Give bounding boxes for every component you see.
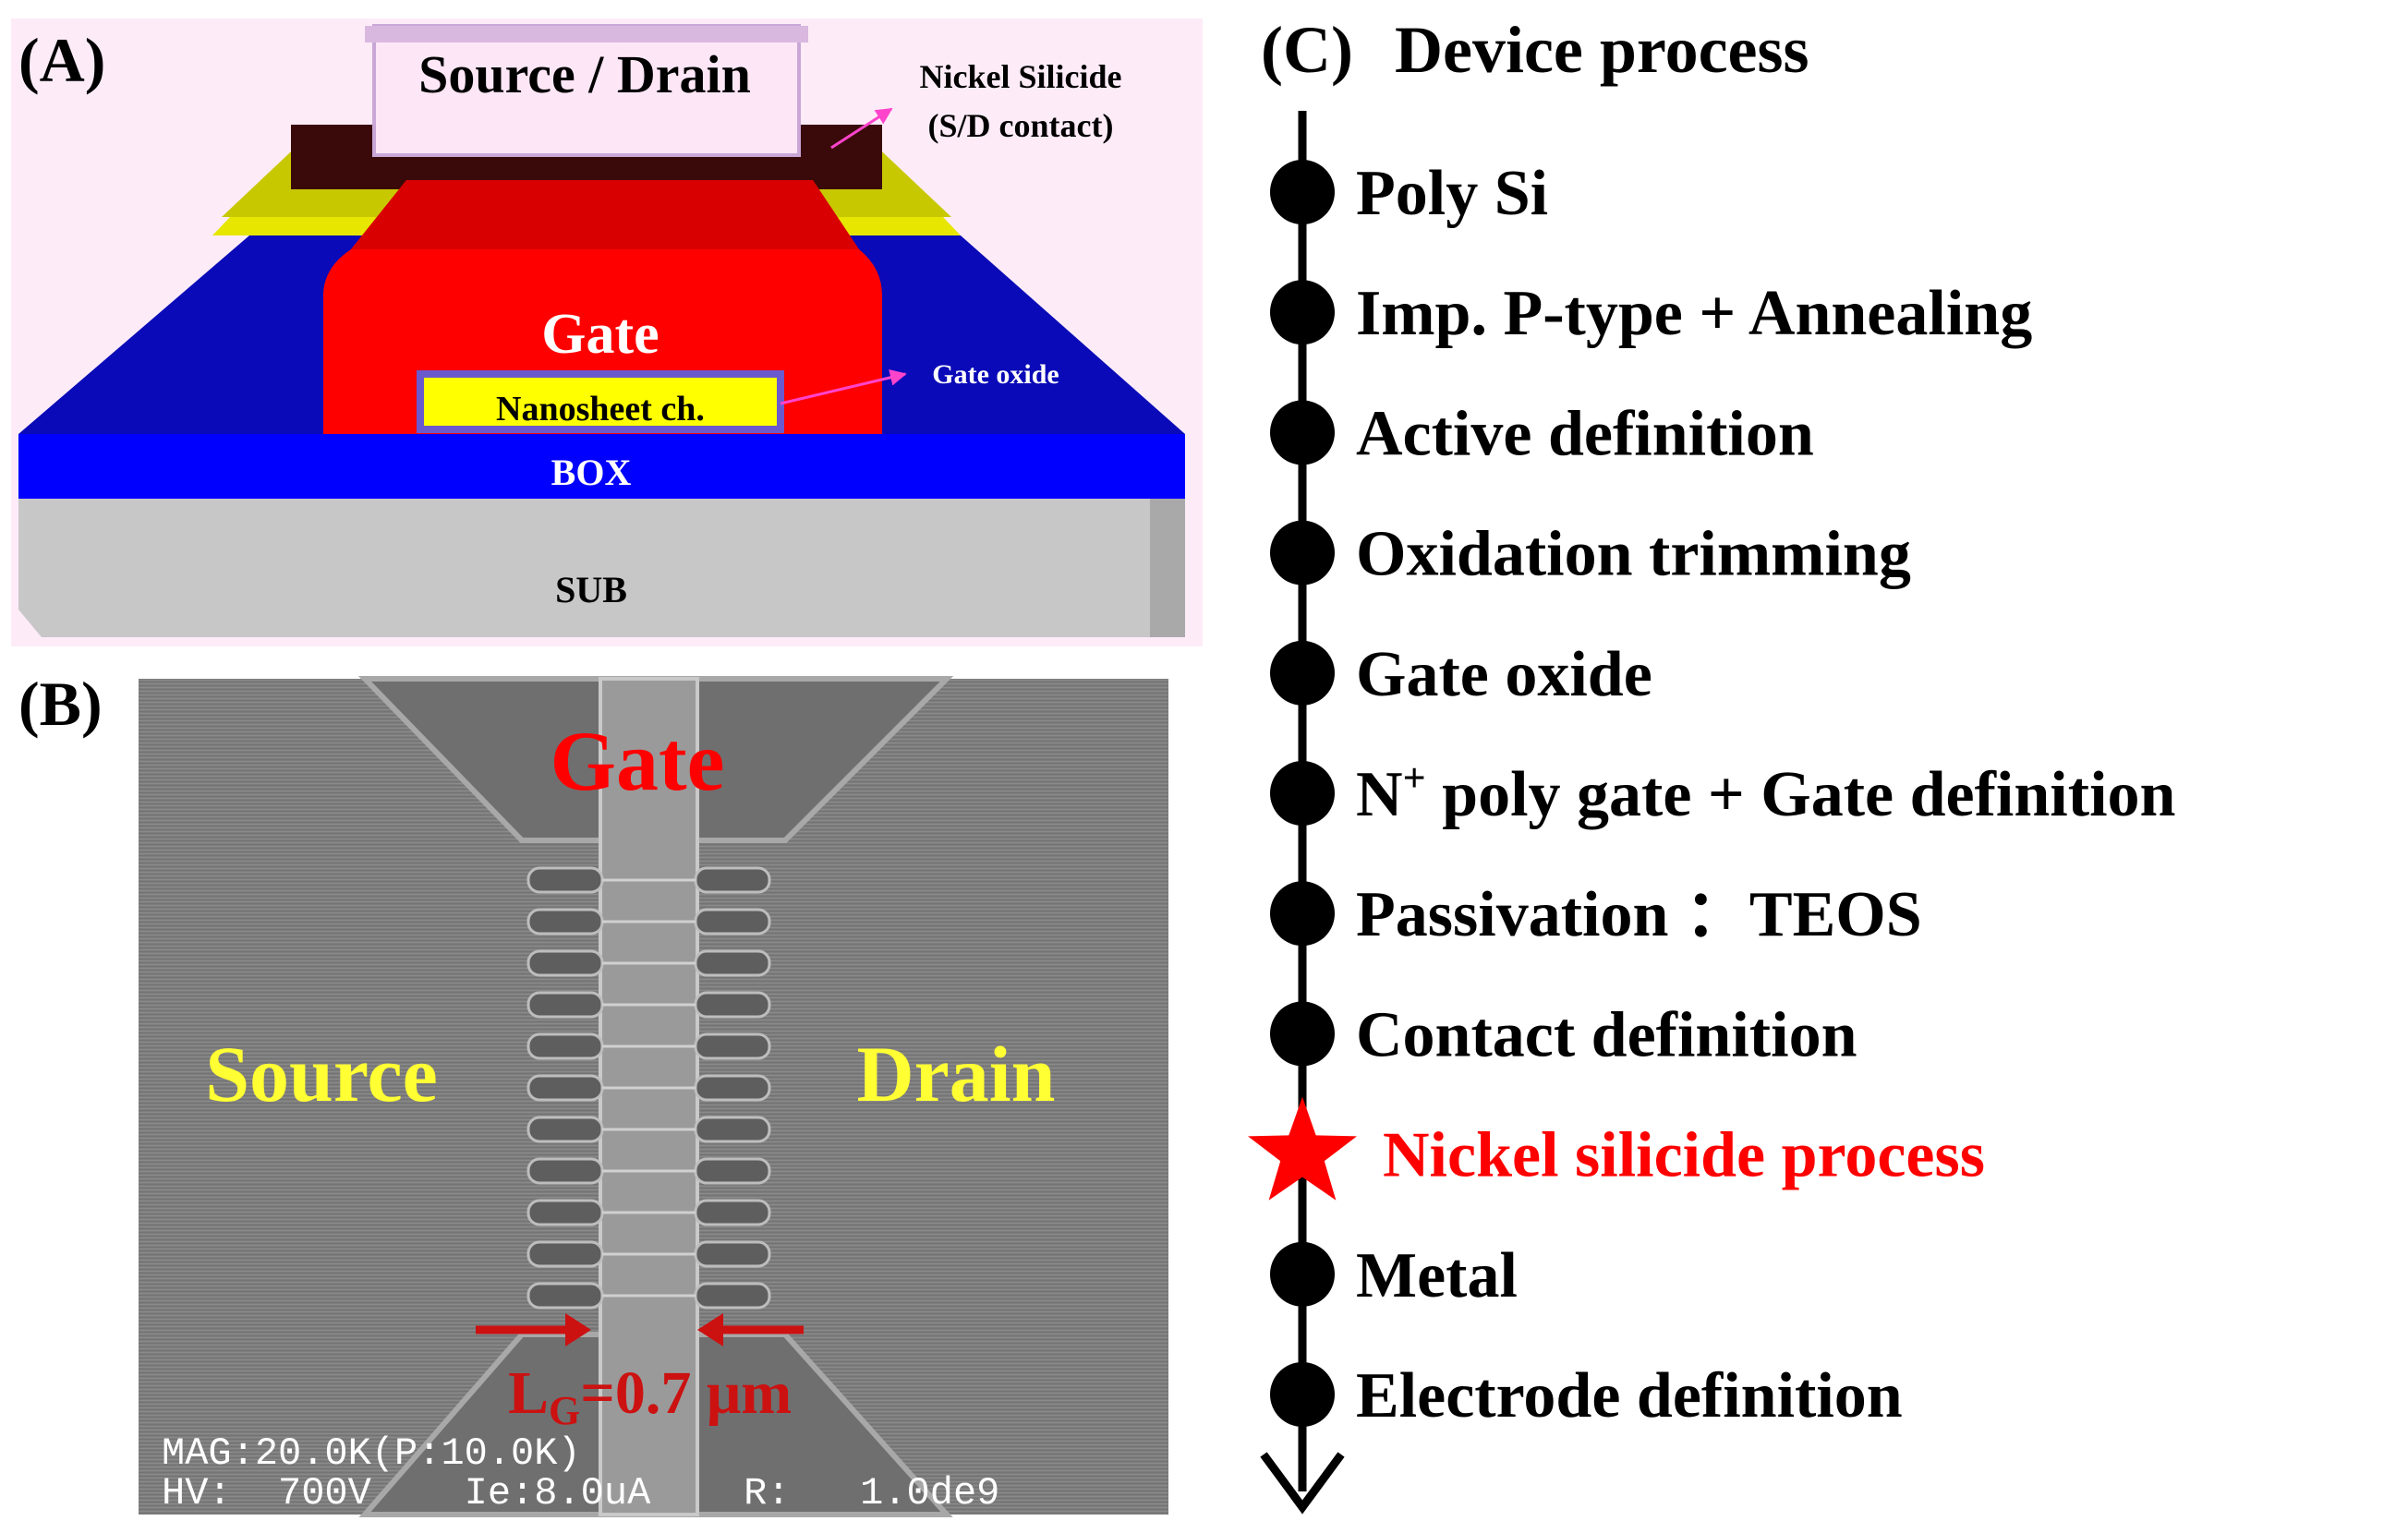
sub-layer-side bbox=[1150, 480, 1185, 637]
sem-fin-right bbox=[694, 1074, 771, 1102]
box-layer bbox=[18, 434, 1185, 499]
step-dot-icon bbox=[1270, 280, 1335, 345]
process-step-label: Oxidation trimming bbox=[1356, 519, 1911, 590]
sub-layer bbox=[18, 480, 1185, 637]
step-dot-icon bbox=[1270, 640, 1335, 706]
sem-fin-right bbox=[694, 949, 771, 977]
sem-fin-right bbox=[694, 908, 771, 935]
step-dot-icon bbox=[1270, 160, 1335, 224]
timeline-arrowhead bbox=[1260, 1452, 1345, 1515]
silicide-pointer-arrow bbox=[830, 107, 893, 150]
sem-fin-right bbox=[694, 1032, 771, 1060]
sem-info-line1: MAG:20.0K(P:10.0K) bbox=[162, 1431, 581, 1476]
panel-b-sem-image: (B) Gate Source Drain LG=0.7 μm MAG:20.0… bbox=[18, 669, 1168, 1517]
nanosheet-channel bbox=[417, 370, 784, 433]
sem-fin-left bbox=[526, 1282, 604, 1310]
process-step-label: Gate oxide bbox=[1356, 639, 1652, 710]
process-step-label: Active definition bbox=[1356, 398, 1814, 469]
step-dot-icon bbox=[1270, 400, 1335, 465]
sem-fin-right bbox=[694, 991, 771, 1019]
process-step-label: Passivation ：TEOS bbox=[1356, 879, 1922, 950]
sem-fin-right bbox=[694, 1282, 771, 1310]
step-dot-icon bbox=[1270, 1241, 1335, 1307]
sem-info-line2: HV: 700V Ie:8.0uA R: 1.0de9 bbox=[162, 1471, 999, 1515]
step-dot-icon bbox=[1270, 881, 1335, 947]
lg-annotation: LG=0.7 μm bbox=[508, 1359, 792, 1433]
sem-fin-left bbox=[526, 1240, 604, 1268]
sub-label: SUB bbox=[555, 569, 627, 610]
process-step-label: Metal bbox=[1356, 1240, 1518, 1311]
source-drain-block bbox=[372, 24, 801, 157]
panel-a-device-schematic: (A) Source / Drain Nickel Silicide (S/D … bbox=[11, 18, 1203, 646]
panel-c-label: (C) bbox=[1261, 13, 1353, 87]
lg-arrowhead-right bbox=[697, 1313, 723, 1346]
sem-drain-label: Drain bbox=[857, 1030, 1056, 1118]
sem-fin-right bbox=[694, 1116, 771, 1143]
sem-fin-left bbox=[526, 866, 604, 894]
process-step-label: Imp. P-type + Annealing bbox=[1356, 278, 2032, 349]
sem-fin-left bbox=[526, 1074, 604, 1102]
step-dot-icon bbox=[1270, 1362, 1335, 1427]
sem-fin-left bbox=[526, 908, 604, 935]
sd-contact-label: (S/D contact) bbox=[928, 107, 1114, 144]
sem-fin-right bbox=[694, 1199, 771, 1226]
source-drain-block-top bbox=[365, 26, 808, 42]
step-dot-icon bbox=[1270, 1001, 1335, 1067]
sem-fin-left bbox=[526, 1116, 604, 1143]
process-step-label: Electrode definition bbox=[1356, 1360, 1903, 1431]
sem-fin-left bbox=[526, 991, 604, 1019]
sem-gate-label: Gate bbox=[550, 714, 724, 808]
nickel-silicide-label: Nickel Silicide bbox=[920, 58, 1122, 95]
step-dot-icon bbox=[1270, 520, 1335, 585]
source-drain-label: Source / Drain bbox=[418, 44, 751, 104]
sem-fin-left bbox=[526, 1032, 604, 1060]
step-star-icon bbox=[1248, 1096, 1357, 1201]
sem-fin-left bbox=[526, 1199, 604, 1226]
sem-nanosheet-fins bbox=[526, 866, 771, 1310]
nanosheet-label: Nanosheet ch. bbox=[496, 390, 705, 429]
process-step-label: Contact definition bbox=[1356, 999, 1857, 1070]
sem-fin-right bbox=[694, 1157, 771, 1185]
panel-c-process-flow: (C) Device process Poly Si Imp. P-type + … bbox=[1248, 13, 2175, 1515]
gate-oxide-label: Gate oxide bbox=[932, 359, 1059, 390]
box-label: BOX bbox=[551, 452, 632, 493]
process-title: Device process bbox=[1395, 13, 1809, 87]
sem-source-label: Source bbox=[205, 1030, 438, 1118]
lg-arrowhead-left bbox=[565, 1313, 591, 1346]
process-step-label: Nickel silicide process bbox=[1383, 1120, 1985, 1191]
process-step-label: N+ poly gate + Gate definition bbox=[1356, 755, 2175, 830]
sem-fin-left bbox=[526, 949, 604, 977]
step-dot-icon bbox=[1270, 761, 1335, 826]
sem-fin-right bbox=[694, 1240, 771, 1268]
gate-block-top bbox=[351, 180, 859, 249]
panel-a-label: (A) bbox=[18, 25, 105, 95]
gate-oxide-pointer-arrow bbox=[780, 368, 907, 405]
gate-label: Gate bbox=[541, 303, 659, 366]
sem-fin-right bbox=[694, 866, 771, 894]
sem-fin-left bbox=[526, 1157, 604, 1185]
panel-b-label: (B) bbox=[18, 669, 103, 739]
process-step-label: Poly Si bbox=[1356, 158, 1548, 229]
